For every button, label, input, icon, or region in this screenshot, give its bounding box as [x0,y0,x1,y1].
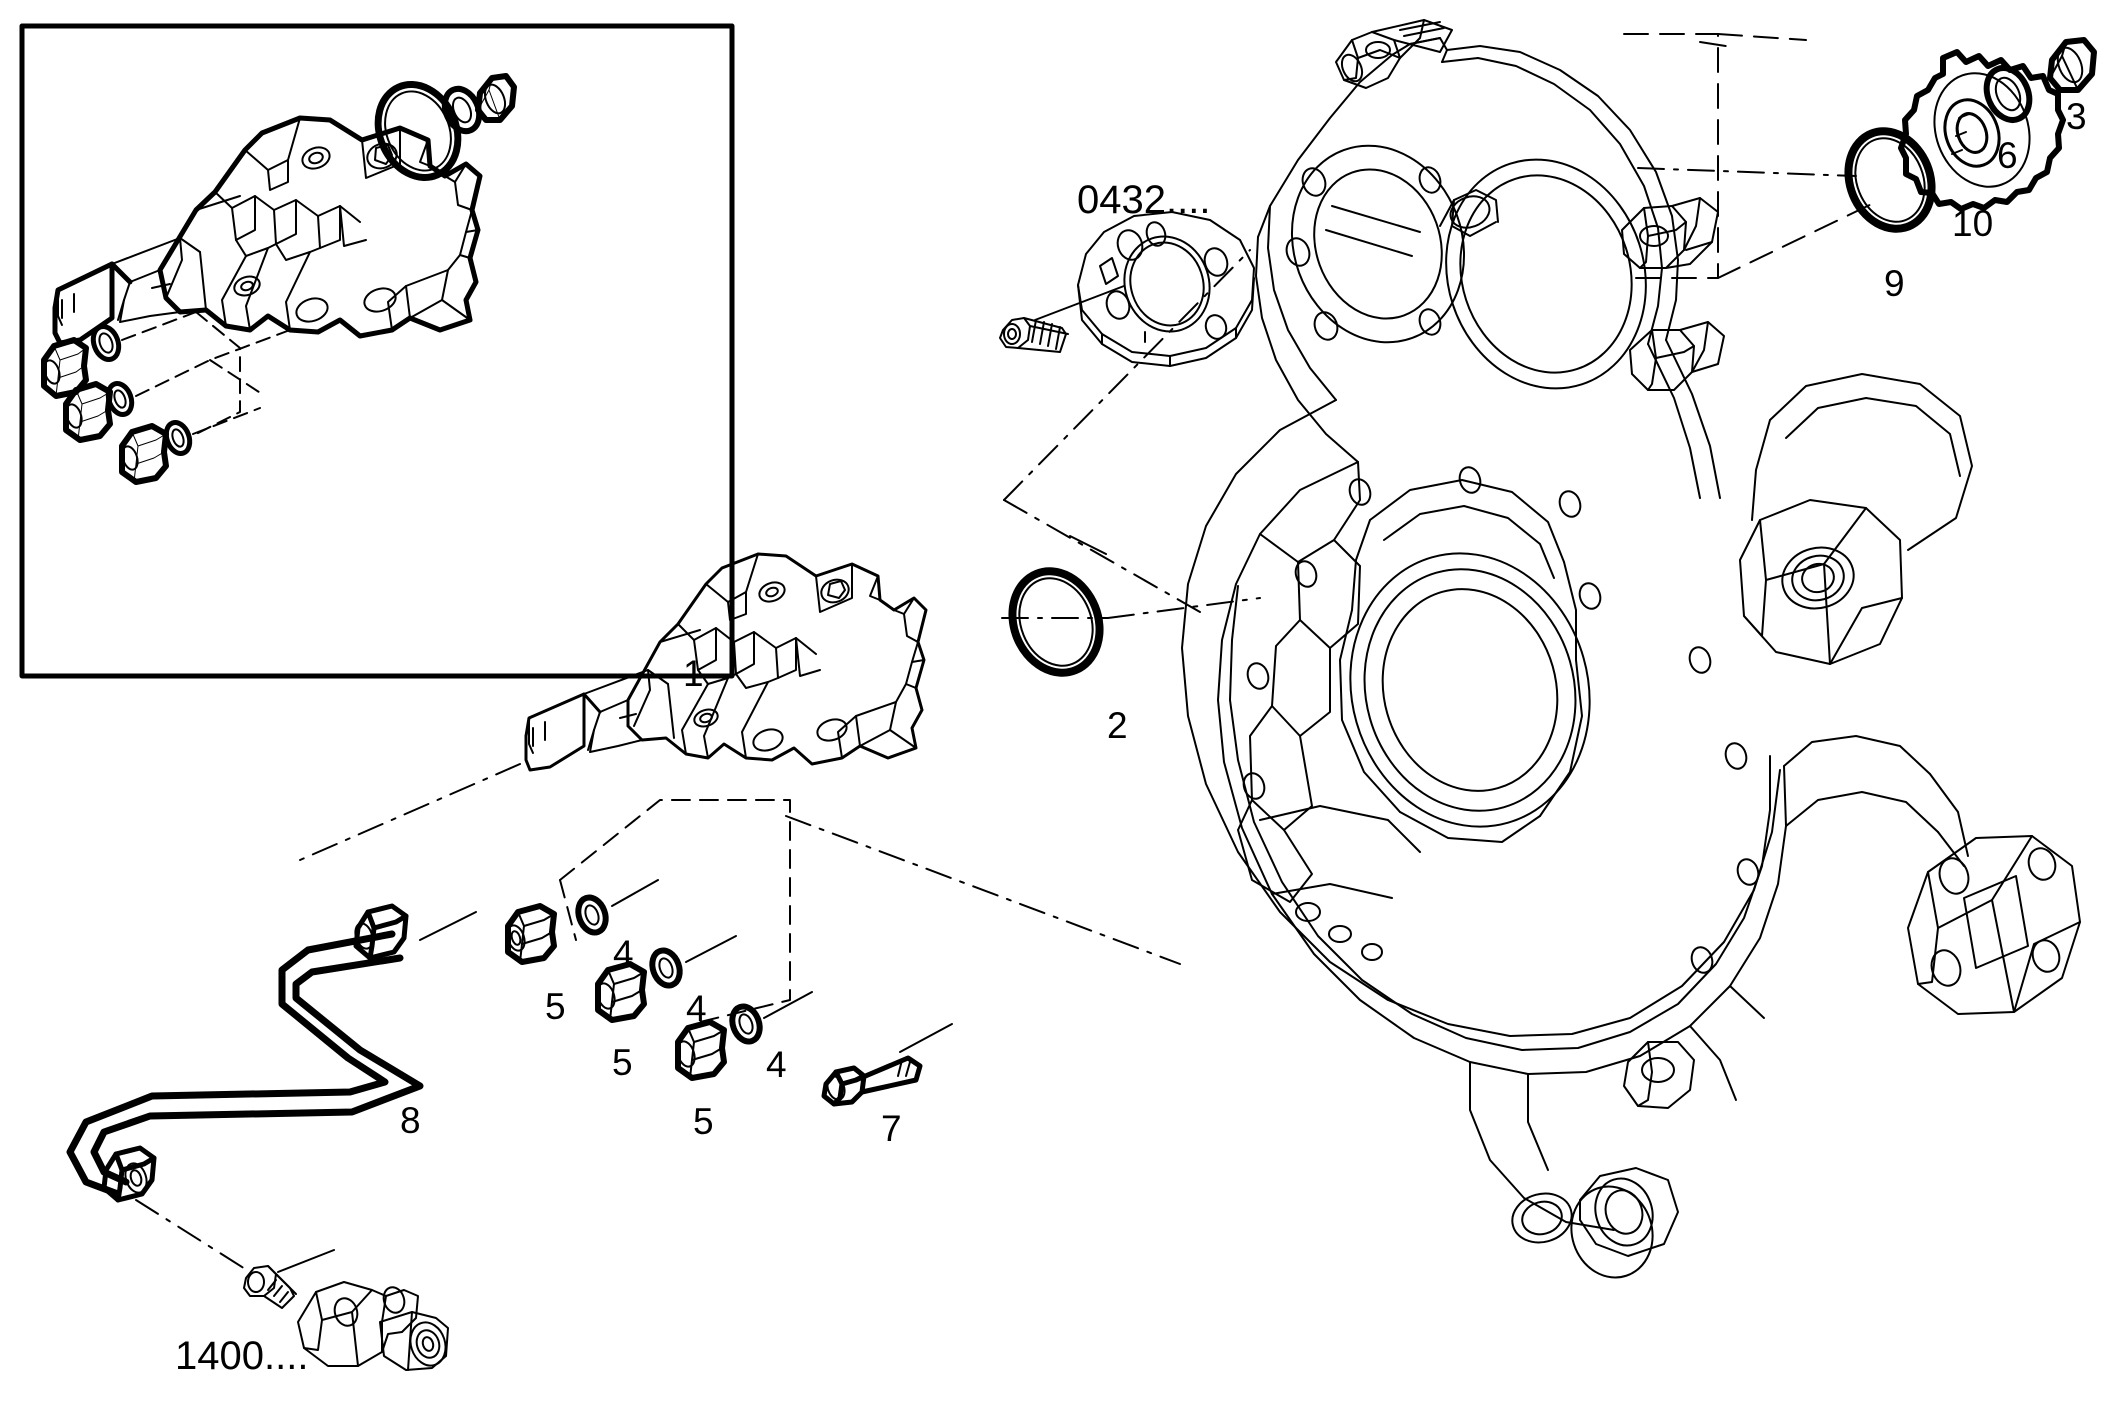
inset-nut [475,73,517,123]
callout-6: 6 [1997,135,2018,176]
reference-0432: 0432.... [1077,178,1211,222]
inset-washer-c [163,420,193,456]
screw-1400-leader [277,1249,335,1273]
gear-set-leader-frame [1623,33,1881,279]
callout-2: 2 [1107,705,1128,746]
washer-part-4-c [729,1003,763,1045]
leader-lines [419,535,1107,1053]
callout-10: 10 [1952,203,1994,244]
callout-5-a: 5 [545,986,566,1027]
gear-washer-part-6 [1983,65,2033,123]
assembly-centerlines [135,41,1857,1273]
inset-centerlines [121,311,291,435]
inset-fitting-a [41,337,89,399]
callout-1: 1 [683,653,704,694]
callout-5-c: 5 [693,1101,714,1142]
inset-washer-b [105,381,135,417]
fuel-line-nut-lower [101,1145,157,1203]
fuel-line-part-8 [66,930,424,1198]
screw-1400 [243,1265,297,1309]
callout-5-b: 5 [612,1042,633,1083]
gear-oring-part-9 [1844,127,1936,233]
gear-nut-part-3 [2047,37,2097,93]
flange-bolt-leader [1034,285,1125,321]
inset-washer-a [90,324,122,362]
bolt-part-7 [821,1055,923,1107]
fuel-line-nut-upper [353,903,409,961]
timing-gear-housing [1181,19,2081,1279]
oring-part-2 [1008,567,1104,677]
adapter-flange-0432 [1077,211,1255,367]
callout-3: 3 [2066,96,2087,137]
callout-4-c: 4 [766,1044,787,1085]
fitting-1400 [297,1281,449,1371]
inset-pump-body [52,115,483,346]
fitting-part-5-a [505,903,557,965]
fitting-construction-lines [559,799,791,1023]
fitting-part-5-b [595,961,647,1023]
callout-8: 8 [400,1100,421,1141]
callout-4-b: 4 [686,988,707,1029]
fitting-part-5-c [675,1019,727,1081]
flange-bolt [999,317,1069,353]
reference-1400: 1400.... [175,1334,309,1378]
main-pump-body [524,552,928,772]
callout-4-a: 4 [613,933,634,974]
callout-7: 7 [881,1108,902,1149]
inset-fitting-c [119,423,169,485]
washer-part-4-a [575,894,609,936]
washer-part-4-b [649,947,683,989]
callout-9: 9 [1884,263,1905,304]
